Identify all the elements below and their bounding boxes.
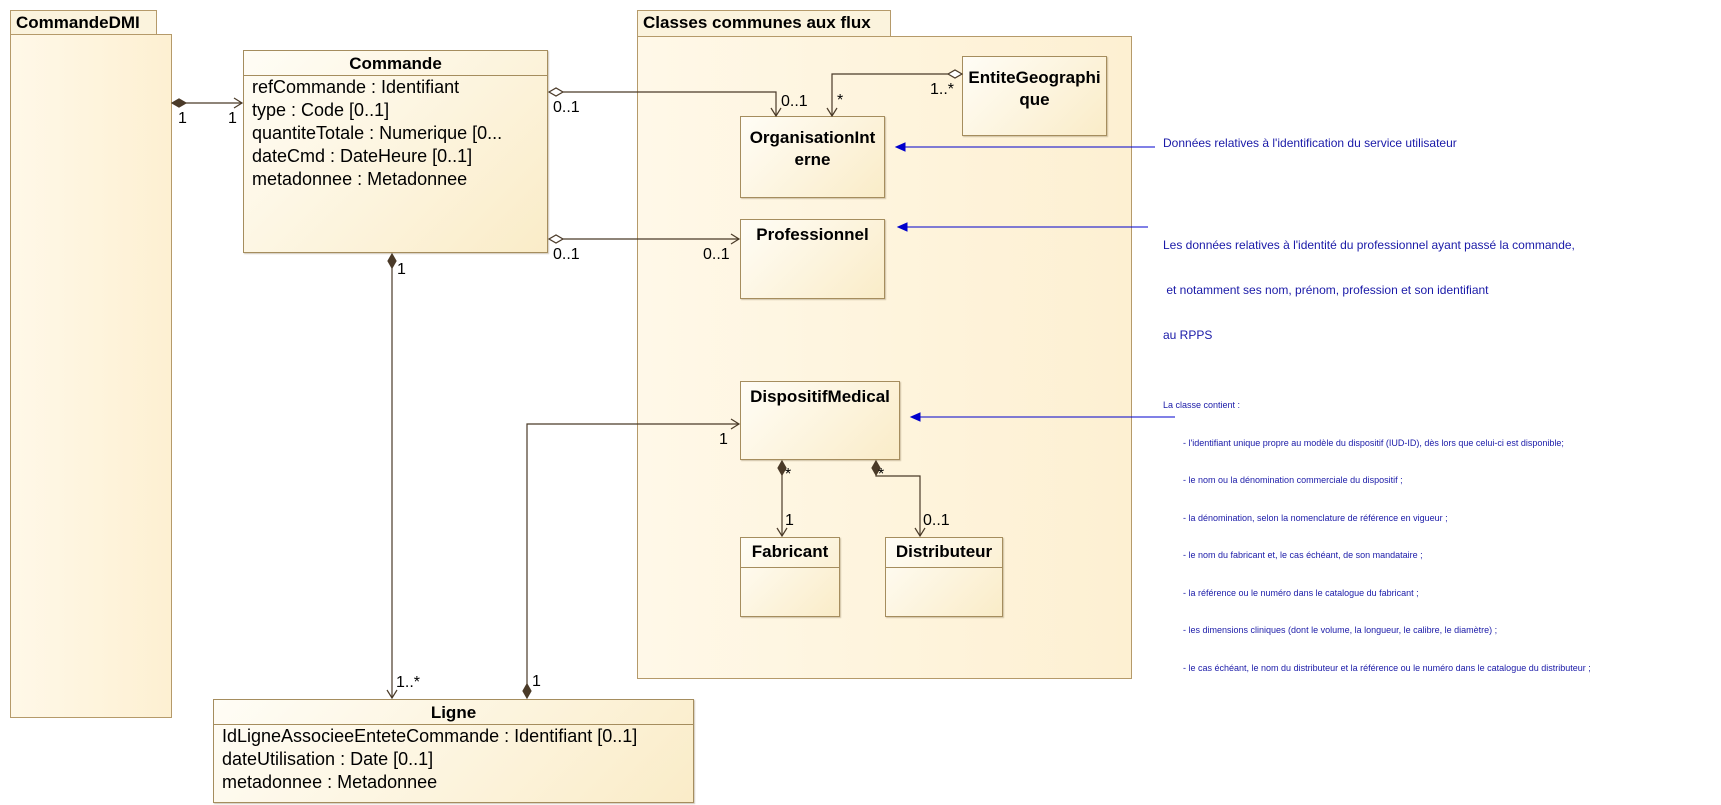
class-ligne-separator <box>214 724 693 725</box>
package-commande-dmi-title: CommandeDMI <box>16 13 140 32</box>
note-organisation: Données relatives à l'identification du … <box>1163 136 1457 150</box>
note-dispositif-line: La classe contient : <box>1163 400 1241 410</box>
composition-diamond <box>522 682 532 700</box>
assoc-entite-organisation <box>831 73 948 116</box>
aggregation-diamond <box>547 234 565 244</box>
note-dispositif-line: - la référence ou le numéro dans le cata… <box>1163 587 1419 598</box>
arrow-head <box>730 418 741 430</box>
note-dispositif-line: - l'identifiant unique propre au modèle … <box>1163 437 1564 448</box>
class-commande-attribute: type : Code [0..1] <box>252 100 390 120</box>
class-commande-attribute: refCommande : Identifiant <box>252 77 460 97</box>
multiplicity: * <box>878 466 885 483</box>
note-professionnel-line: Les données relatives à l'identité du pr… <box>1163 238 1575 252</box>
note-dispositif: La classe contient : - l'identifiant uni… <box>1163 374 1591 687</box>
multiplicity: 1..* <box>930 81 955 98</box>
note-dispositif-line: - le cas échéant, le nom du distributeur… <box>1163 662 1591 673</box>
class-dispositif-medical-name: DispositifMedical <box>750 387 890 406</box>
class-professionnel-name: Professionnel <box>756 225 869 244</box>
class-distributeur-separator <box>886 567 1002 568</box>
class-fabricant-separator <box>741 567 839 568</box>
arrow-head <box>233 97 244 109</box>
class-ligne-attribute: IdLigneAssocieeEnteteCommande : Identifi… <box>222 726 638 746</box>
note-professionnel-line: et notamment ses nom, prénom, profession… <box>1163 283 1489 297</box>
note-dispositif-line: - la dénomination, selon la nomenclature… <box>1163 512 1448 523</box>
class-commande-attribute: dateCmd : DateHeure [0..1] <box>252 146 473 166</box>
multiplicity: 1 <box>397 261 406 278</box>
multiplicity: 1 <box>178 110 187 127</box>
class-organisation-interne-name: OrganisationInterne <box>749 128 876 169</box>
multiplicity: 0..1 <box>553 246 580 263</box>
class-commande-attribute: metadonnee : Metadonnee <box>252 169 468 189</box>
multiplicity: 0..1 <box>781 93 808 110</box>
arrow-head <box>776 527 788 538</box>
package-commande-dmi[interactable] <box>10 34 172 718</box>
package-classes-communes-title: Classes communes aux flux <box>643 13 871 32</box>
assoc-commande-organisation <box>563 91 777 116</box>
package-commande-dmi-tab[interactable]: CommandeDMI <box>10 10 157 35</box>
composition-diamond <box>170 98 188 108</box>
package-classes-communes-tab[interactable]: Classes communes aux flux <box>637 10 891 37</box>
class-ligne[interactable]: Ligne IdLigneAssocieeEnteteCommande : Id… <box>213 699 694 803</box>
note-dispositif-line: - le nom du fabricant et, le cas échéant… <box>1163 550 1423 560</box>
class-ligne-attribute: metadonnee : Metadonnee <box>222 772 438 792</box>
arrow-head <box>896 222 908 232</box>
multiplicity: * <box>837 92 844 109</box>
note-professionnel-line: au RPPS <box>1163 328 1213 342</box>
arrow-head <box>826 107 838 118</box>
class-ligne-name: Ligne <box>430 703 477 722</box>
arrow-head <box>914 527 926 538</box>
class-commande-name: Commande <box>349 54 442 73</box>
multiplicity: 1 <box>785 512 794 529</box>
assoc-dispositif-distributeur <box>875 475 921 536</box>
class-fabricant-name: Fabricant <box>751 542 829 561</box>
multiplicity: 1 <box>532 673 541 690</box>
multiplicity: 0..1 <box>923 512 950 529</box>
class-dispositif-medical[interactable]: DispositifMedical <box>740 381 900 460</box>
class-distributeur[interactable]: Distributeur <box>885 537 1003 617</box>
composition-diamond <box>871 459 881 477</box>
class-commande-separator <box>244 75 547 76</box>
note-dispositif-line: - les dimensions cliniques (dont le volu… <box>1163 625 1498 635</box>
arrow-head <box>894 142 906 152</box>
multiplicity: 1 <box>719 431 728 448</box>
class-organisation-interne[interactable]: OrganisationInterne <box>740 116 885 198</box>
multiplicity: * <box>785 466 792 483</box>
multiplicity: 0..1 <box>553 99 580 116</box>
composition-diamond <box>777 459 787 477</box>
arrow-head <box>770 107 782 118</box>
multiplicity: 0..1 <box>703 246 730 263</box>
class-professionnel[interactable]: Professionnel <box>740 219 885 299</box>
note-dispositif-line: - le nom ou la dénomination commerciale … <box>1163 475 1403 485</box>
arrow-head <box>909 412 921 422</box>
class-commande[interactable]: Commande refCommande : Identifiant type … <box>243 50 548 253</box>
aggregation-diamond <box>547 87 565 97</box>
class-distributeur-name: Distributeur <box>895 542 993 561</box>
assoc-ligne-dispositif <box>526 423 739 684</box>
class-entite-geographique-name: EntiteGeographique <box>968 68 1101 109</box>
note-professionnel: Les données relatives à l'identité du pr… <box>1163 208 1575 358</box>
class-commande-attribute: quantiteTotale : Numerique [0... <box>252 123 503 143</box>
class-ligne-attribute: dateUtilisation : Date [0..1] <box>222 749 434 769</box>
multiplicity: 1 <box>228 110 237 127</box>
composition-diamond <box>387 252 397 270</box>
class-entite-geographique[interactable]: EntiteGeographique <box>962 56 1107 136</box>
arrow-head <box>386 689 398 700</box>
aggregation-diamond <box>946 69 964 79</box>
multiplicity: 1..* <box>396 674 421 691</box>
arrow-head <box>730 233 741 245</box>
class-fabricant[interactable]: Fabricant <box>740 537 840 617</box>
